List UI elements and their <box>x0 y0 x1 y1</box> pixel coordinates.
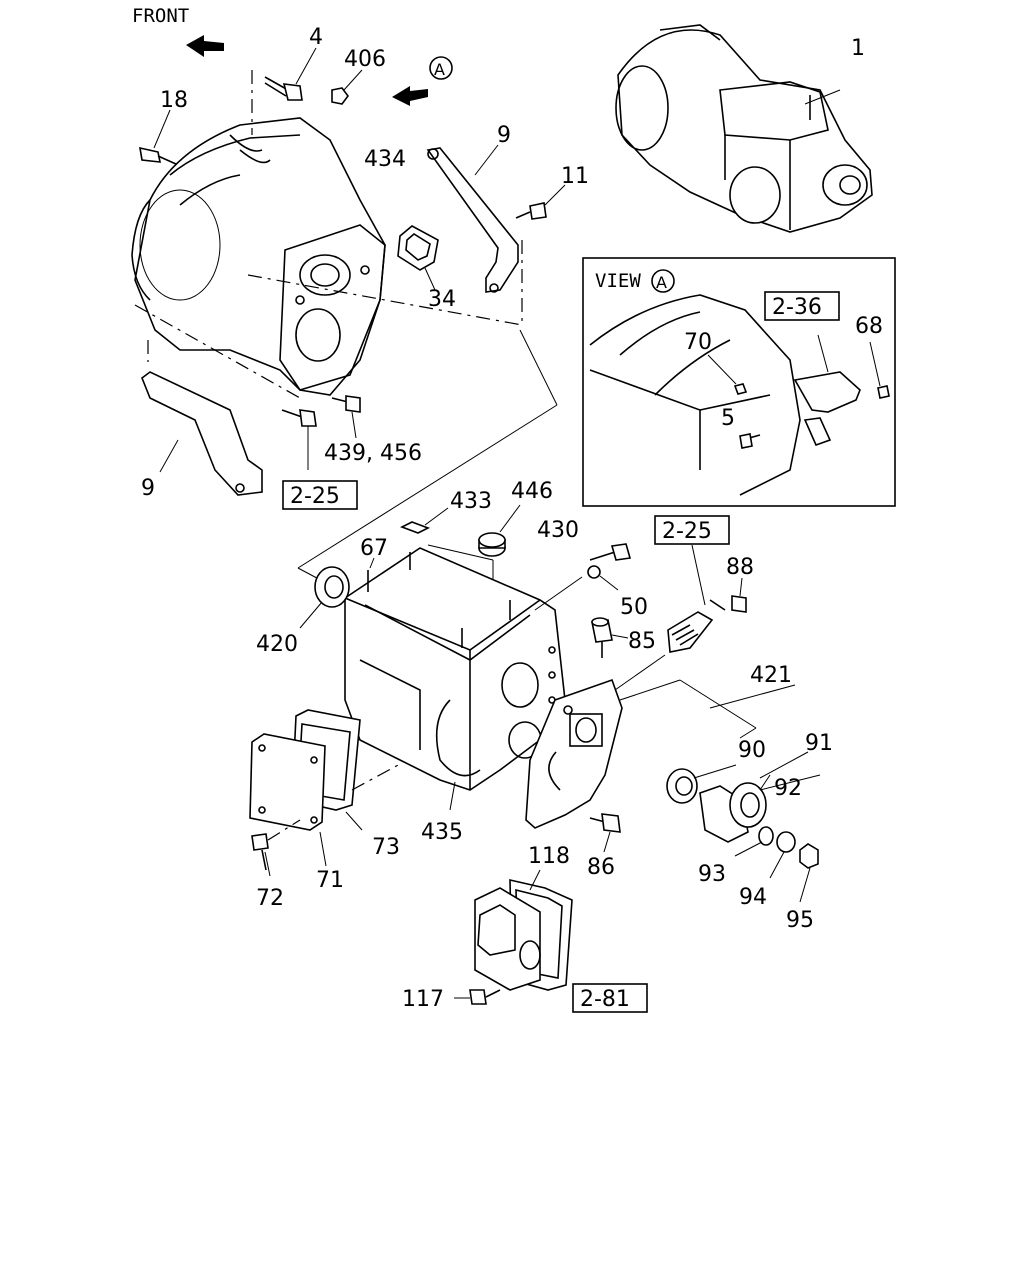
plate-433-drawing <box>400 507 449 534</box>
studs-67-drawing <box>367 552 511 648</box>
label-part-50: 50 <box>620 595 648 620</box>
label-part-117: 117 <box>402 987 444 1012</box>
view-a-arrow-icon <box>392 86 428 106</box>
switch-85-drawing <box>591 617 629 658</box>
pto-unit-118-drawing <box>454 869 573 1005</box>
boot-34-drawing <box>397 225 439 291</box>
label-part-70: 70 <box>684 330 712 355</box>
bolt-11-drawing <box>515 184 566 220</box>
label-part-1: 1 <box>851 36 865 61</box>
label-part-85: 85 <box>628 629 656 654</box>
label-part-67: 67 <box>360 536 388 561</box>
label-part-95: 95 <box>786 908 814 933</box>
label-part-93: 93 <box>698 862 726 887</box>
bolts-439-456-drawing <box>281 395 361 470</box>
seal-420-drawing <box>299 566 350 629</box>
label-part-406: 406 <box>344 47 386 72</box>
stud-18-drawing <box>139 109 177 165</box>
label-part-430: 430 <box>537 518 579 543</box>
output-flange-parts-drawing <box>666 751 821 903</box>
label-part-34: 34 <box>428 287 456 312</box>
label-part-9-bottom: 9 <box>141 476 155 501</box>
label-part-94: 94 <box>739 885 767 910</box>
label-part-9-top: 9 <box>497 123 511 148</box>
transmission-assembly-1-drawing <box>615 24 873 233</box>
bolt-86-drawing <box>589 813 621 853</box>
clutch-housing-drawing <box>131 117 386 396</box>
bolt-4-drawing <box>264 47 317 101</box>
nut-406-drawing <box>331 69 363 105</box>
label-part-88: 88 <box>726 555 754 580</box>
label-part-71: 71 <box>316 868 344 893</box>
label-part-433: 433 <box>450 489 492 514</box>
plug-446-drawing <box>478 504 521 557</box>
view-a-marker-circle <box>429 56 453 80</box>
ref-2-81: 2-81 <box>580 987 630 1012</box>
label-part-92: 92 <box>774 776 802 801</box>
label-part-434: 434 <box>364 147 406 172</box>
label-part-5: 5 <box>721 406 735 431</box>
ref-2-25-speedo: 2-25 <box>662 519 712 544</box>
bracket-9-bottom-drawing <box>141 371 263 496</box>
speedo-gear-88-drawing <box>667 544 747 653</box>
ref-2-25-housing: 2-25 <box>290 484 340 509</box>
view-inset-letter: A <box>656 273 667 292</box>
label-part-18: 18 <box>160 88 188 113</box>
front-arrow-icon <box>186 35 224 57</box>
view-inset-circle <box>651 269 675 293</box>
view-a-marker-letter: A <box>434 60 445 79</box>
label-part-68: 68 <box>855 314 883 339</box>
view-inset-label: VIEW <box>595 270 641 292</box>
label-part-435: 435 <box>421 820 463 845</box>
label-part-4: 4 <box>309 25 323 50</box>
label-part-118: 118 <box>528 844 570 869</box>
ref-2-25-speedo-box <box>654 515 730 545</box>
ref-2-36-box <box>764 291 840 321</box>
ref-2-25-housing-box <box>282 480 358 510</box>
label-part-421: 421 <box>750 663 792 688</box>
label-part-72: 72 <box>256 886 284 911</box>
label-part-91: 91 <box>805 731 833 756</box>
ref-2-36: 2-36 <box>772 295 822 320</box>
view-a-housing-detail <box>589 294 890 496</box>
ref-2-81-box <box>572 983 648 1013</box>
front-label: FRONT <box>132 5 189 27</box>
label-part-90: 90 <box>738 738 766 763</box>
label-part-73: 73 <box>372 835 400 860</box>
label-part-11: 11 <box>561 164 589 189</box>
label-part-420: 420 <box>256 632 298 657</box>
bracket-9-top-drawing <box>426 144 519 293</box>
label-part-446: 446 <box>511 479 553 504</box>
label-part-439-456: 439, 456 <box>324 441 422 466</box>
side-cover-71-73-drawing <box>249 709 401 877</box>
label-part-86: 86 <box>587 855 615 880</box>
rear-cover-drawing <box>525 678 623 829</box>
bolt-430-washer-50-drawing <box>587 543 632 591</box>
